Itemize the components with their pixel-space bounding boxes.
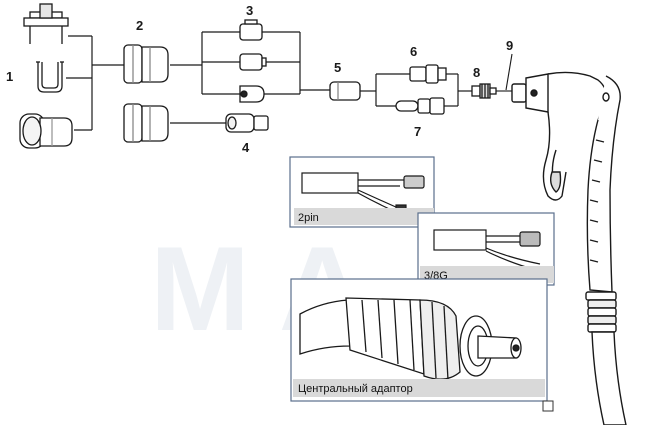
part-1-group <box>19 3 73 149</box>
central-adapter-drawing <box>299 297 522 381</box>
label-5: 5 <box>334 60 341 75</box>
connector-lines-3-5 <box>262 31 330 95</box>
torch-handle <box>511 71 627 425</box>
part-1-clip <box>36 61 64 93</box>
part-3-tip-b <box>239 53 267 71</box>
part-8-connector <box>471 83 497 99</box>
label-1: 1 <box>6 69 13 84</box>
inset-central-adapter: Центральный адаптор <box>290 278 554 412</box>
part-9-lead-line <box>496 53 513 92</box>
label-4: 4 <box>242 140 250 155</box>
inset-3-8g: 3/8G <box>417 212 555 286</box>
inset-2pin: 2pin <box>289 156 435 228</box>
part-4-electrode <box>225 113 269 133</box>
part-3-tip-c <box>239 85 265 103</box>
inset-2pin-caption: 2pin <box>298 212 319 224</box>
label-3: 3 <box>246 3 253 18</box>
label-9: 9 <box>506 38 513 53</box>
part-2-nozzle-bottom <box>123 103 169 143</box>
part-3-tip-a <box>239 19 263 41</box>
part-7-long-electrode <box>395 97 445 115</box>
connector-lines-5-6-7 <box>360 73 472 107</box>
inset-central-caption: Центральный адаптор <box>298 383 413 395</box>
part-6-electrode-holder <box>409 64 447 84</box>
connector-lines-1-2 <box>66 35 124 131</box>
connector-lines-2-3 <box>170 31 240 124</box>
label-7: 7 <box>414 124 421 139</box>
label-6: 6 <box>410 44 417 59</box>
inset-2pin-drawing <box>301 172 425 213</box>
label-8: 8 <box>473 65 480 80</box>
resize-handle[interactable] <box>542 400 554 412</box>
part-5-swirl-ring <box>329 81 361 101</box>
part-2-nozzle-top <box>123 44 169 84</box>
part-1-spacer <box>23 3 69 44</box>
part-1-shield-cup <box>19 113 73 149</box>
label-2: 2 <box>136 18 143 33</box>
